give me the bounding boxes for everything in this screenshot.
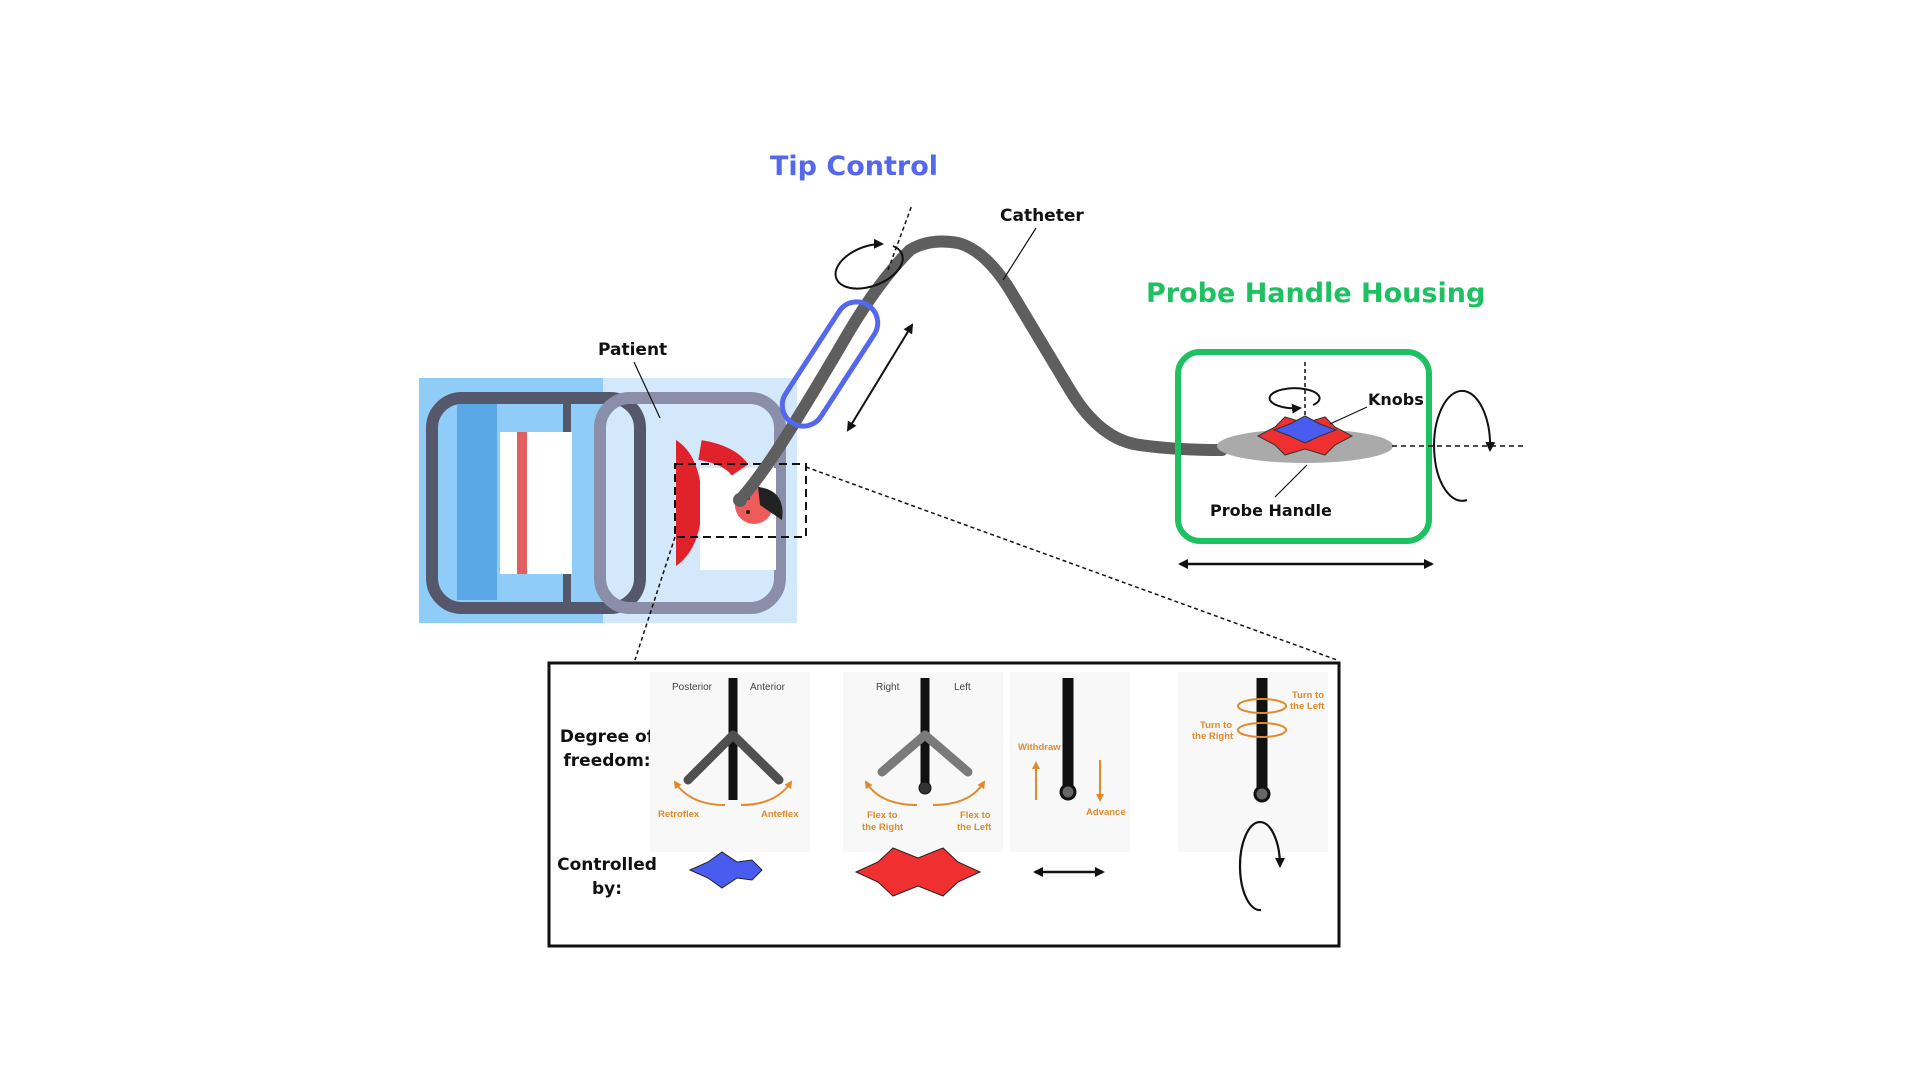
panel4-turn-left-2: the Left xyxy=(1290,701,1325,712)
anteflex-arrow-icon xyxy=(740,780,793,806)
catheter xyxy=(734,235,1228,506)
probe-handle-leader xyxy=(1274,464,1308,498)
panel2-left: Left xyxy=(954,682,971,693)
zoom-box xyxy=(674,463,807,538)
patient-label: Patient xyxy=(598,340,667,360)
insertion-double-arrow-icon xyxy=(846,323,914,432)
bed-frame-left xyxy=(426,392,646,614)
tip-rotation-arrow-icon xyxy=(834,238,904,290)
probe-bend-right xyxy=(920,730,973,777)
panel2-flex-right-2: the Right xyxy=(862,822,904,833)
patient-arm xyxy=(698,440,749,477)
knobs-leader xyxy=(1329,406,1368,425)
flex-right-arrow-icon xyxy=(864,780,918,806)
pillow xyxy=(500,432,572,574)
turn-left-ring-icon xyxy=(1237,698,1287,714)
bed-panel xyxy=(457,404,497,600)
probe-handle-label: Probe Handle xyxy=(1210,501,1332,520)
rotation-axis xyxy=(887,204,913,271)
panel1-retroflex: Retroflex xyxy=(658,809,700,820)
turn-right-ring-icon xyxy=(1237,722,1287,738)
panel4-turn-right-2: the Right xyxy=(1192,731,1234,742)
probe-bend-left xyxy=(683,730,738,785)
dof-panel-rotation: Turn to the Left Turn to the Right xyxy=(1178,672,1328,852)
panel4-turn-right-1: Turn to xyxy=(1200,720,1232,731)
panel3-advance: Advance xyxy=(1086,807,1126,818)
dof-panel-anteflex: Posterior Anterior Retroflex Anteflex xyxy=(650,672,810,852)
probe-tip xyxy=(1253,785,1271,803)
blue-knob-icon xyxy=(1272,415,1338,444)
panel2-flex-right-1: Flex to xyxy=(867,810,898,821)
dof-panel-flex: Right Left Flex to the Right Flex to the… xyxy=(843,672,1003,852)
panel1-posterior: Posterior xyxy=(672,682,713,693)
zoom-leader-left xyxy=(634,536,676,661)
patient-bed xyxy=(419,378,797,623)
knobs-label: Knobs xyxy=(1368,390,1424,409)
catheter-tip xyxy=(733,493,747,507)
rotation-control-icon xyxy=(1238,821,1285,912)
panel-bg xyxy=(1178,672,1328,852)
patient-shirt xyxy=(676,440,702,566)
catheter-leader xyxy=(1002,227,1037,281)
dof-label-1: Degree of xyxy=(560,727,655,747)
probe-tip xyxy=(1059,783,1077,801)
probe-bend-right xyxy=(728,730,784,785)
tip-control-label: Tip Control xyxy=(770,151,938,182)
pillow-stripe xyxy=(517,432,527,574)
handle-rotation-arrow-icon xyxy=(1433,389,1496,502)
blue-knob-control-icon xyxy=(688,851,763,889)
retroflex-arrow-icon xyxy=(673,780,726,806)
dof-table: Degree of freedom: Controlled by: Poster… xyxy=(547,661,1341,948)
probe-housing-label: Probe Handle Housing xyxy=(1146,278,1485,309)
panel2-right: Right xyxy=(876,682,900,693)
flex-left-arrow-icon xyxy=(932,780,986,806)
panel4-turn-left-1: Turn to xyxy=(1292,690,1324,701)
red-knob-control-icon xyxy=(854,847,982,897)
controlled-label-1: Controlled xyxy=(557,855,657,875)
panel1-anteflex: Anteflex xyxy=(761,809,799,820)
catheter-label: Catheter xyxy=(1000,206,1084,226)
probe-tip xyxy=(918,781,932,795)
patient-eye xyxy=(746,510,750,514)
zoom-leader-right xyxy=(805,466,1338,661)
dof-label-2: freedom: xyxy=(563,751,650,771)
panel2-flex-left-2: the Left xyxy=(957,822,992,833)
panel2-flex-left-1: Flex to xyxy=(960,810,991,821)
controlled-label-2: by: xyxy=(592,879,622,899)
patient-leader xyxy=(633,361,661,419)
dof-panel-translation: Withdraw Advance xyxy=(1010,672,1130,852)
knob-rotation-arrow-icon xyxy=(1268,387,1321,414)
panel1-anterior: Anterior xyxy=(750,682,786,693)
probe-bend-left xyxy=(877,730,930,777)
panel3-withdraw: Withdraw xyxy=(1018,742,1061,753)
patient-hair xyxy=(758,487,783,520)
